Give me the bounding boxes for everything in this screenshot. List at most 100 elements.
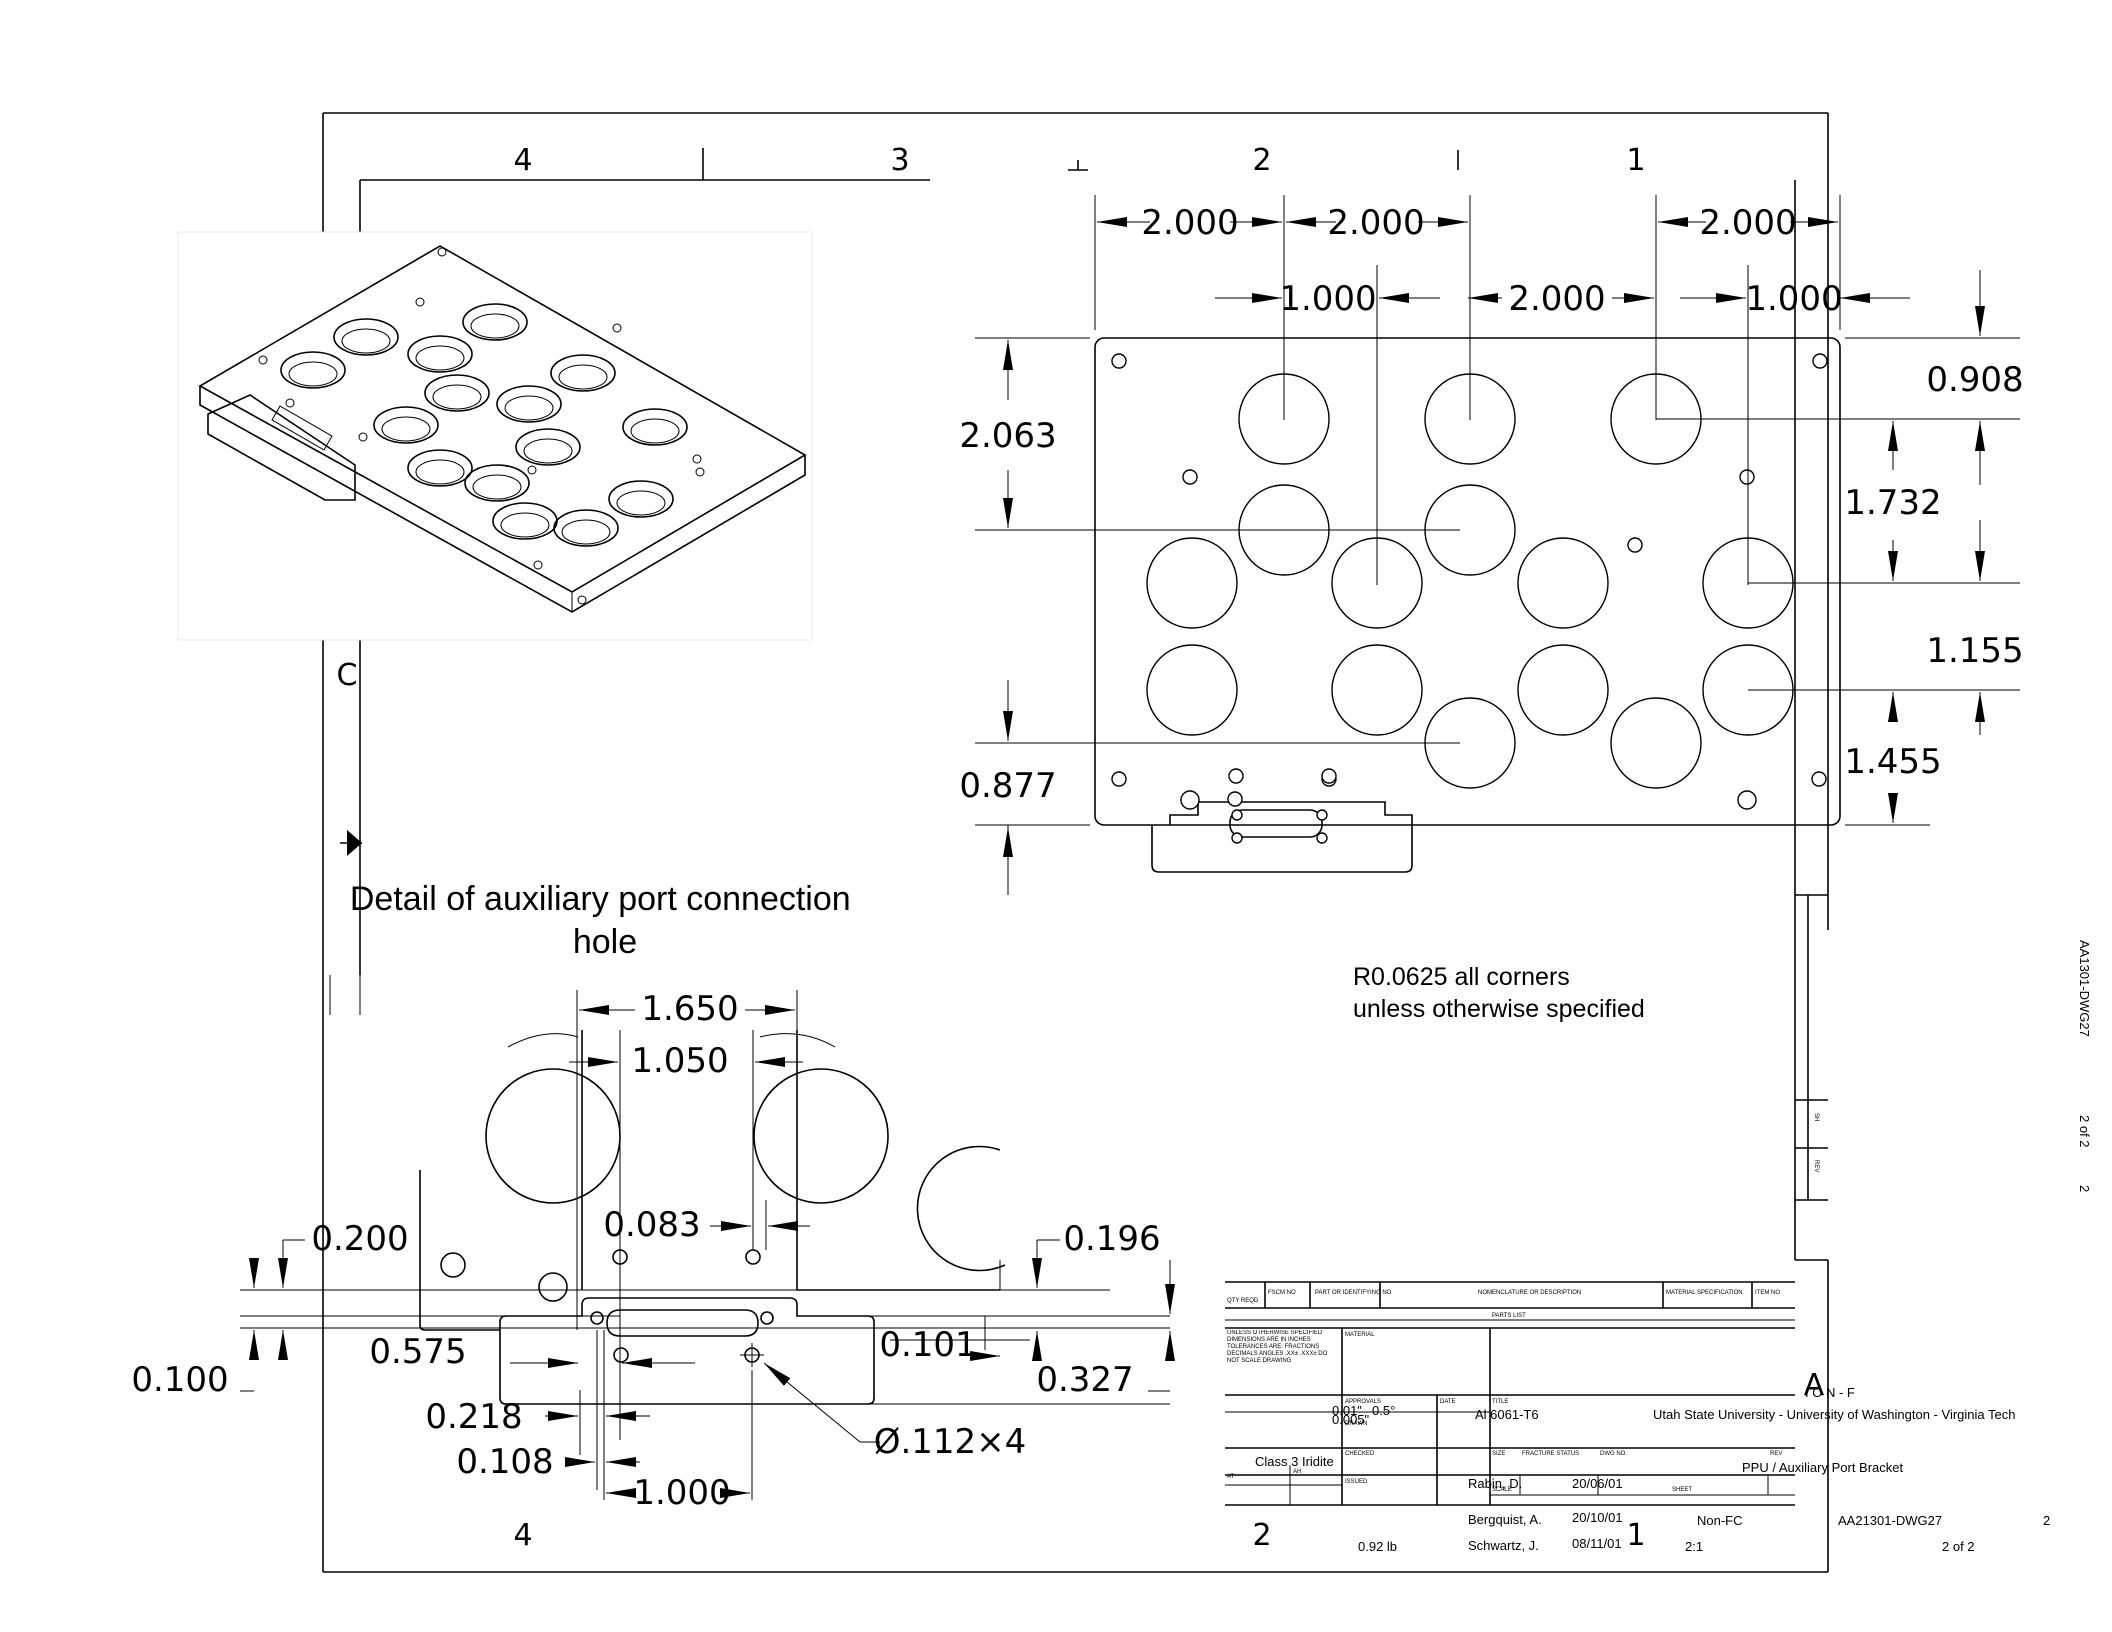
detail-hole-right <box>753 1068 889 1204</box>
tb-material: Al 6061-T6 <box>1475 1407 1539 1422</box>
iso-pocket-inner-12 <box>616 490 666 516</box>
dim-top-2000-b: 2.000 <box>1327 203 1424 243</box>
iso-screw-5 <box>692 454 702 464</box>
detail-arc-right <box>759 1033 836 1048</box>
tb-tol-b: 0.5° <box>1372 1403 1395 1418</box>
top-view-screw-0 <box>1111 353 1127 369</box>
tb-sheet-label: SHEET <box>1672 1487 1692 1493</box>
detail-bracket-hole-6 <box>760 1311 774 1325</box>
corner-radius-note-line1: R0.0625 all corners <box>1353 963 1570 991</box>
tb-org: Utah State University - University of Wa… <box>1653 1407 2015 1422</box>
corner-radius-note-line2: unless otherwise specified <box>1353 995 1645 1023</box>
tb-part-no: PART OR IDENTIFYING NO <box>1315 1290 1392 1296</box>
isometric-view <box>177 231 813 641</box>
iso-pocket-inner-9 <box>523 438 573 464</box>
iso-pocket-4 <box>424 374 490 412</box>
side-rev-label: REV <box>1813 1160 1819 1172</box>
dim-right-1732: 1.732 <box>1844 483 1941 523</box>
tb-dwg-no: AA21301-DWG27 <box>1838 1513 1942 1528</box>
dim-detail-0200: 0.200 <box>311 1219 408 1259</box>
iso-pocket-inner-14 <box>561 519 611 545</box>
tb-tol-c: 0.005" <box>1332 1412 1370 1427</box>
top-view-screw-8 <box>1811 771 1827 787</box>
dim-detail-0100: 0.100 <box>131 1360 228 1400</box>
tb-drawn-date: 20/06/01 <box>1572 1476 1623 1491</box>
tb-class: Class 3 Iridite <box>1255 1454 1334 1469</box>
tb-parts-list: PARTS LIST <box>1492 1313 1526 1319</box>
top-view-screw-2 <box>1182 469 1198 485</box>
iso-screw-6 <box>527 465 537 475</box>
iso-pocket-inner-2 <box>415 345 465 371</box>
detail-bracket-hole-3 <box>613 1347 629 1363</box>
tb-ion-f: I O N - F <box>1805 1385 1855 1400</box>
side-rev: 2 <box>2077 1185 2092 1192</box>
top-view-screw-9 <box>1227 791 1243 807</box>
tb-scale-label: SCALE <box>1492 1487 1512 1493</box>
tb-approvals: APPROVALS <box>1345 1399 1381 1405</box>
zone-label-right-a: A <box>1804 1368 1825 1403</box>
iso-pocket-8 <box>622 408 688 446</box>
tb-tolerance-note: UNLESS OTHERWISE SPECIFIED DIMENSIONS AR… <box>1227 1330 1327 1364</box>
iso-screw-3 <box>285 398 295 408</box>
iso-pocket-inner-4 <box>432 384 482 410</box>
dim-right-1155: 1.155 <box>1926 631 2023 671</box>
iso-screw-7 <box>358 432 368 442</box>
iso-pocket-inner-7 <box>381 416 431 442</box>
dim-right-0908: 0.908 <box>1926 360 2023 400</box>
zone-label-bottom-4: 4 <box>513 1518 532 1553</box>
dim-detail-0218: 0.218 <box>425 1397 522 1437</box>
detail-partial-hole <box>916 1145 1006 1272</box>
iso-pocket-14 <box>553 509 619 547</box>
zone-label-bottom-2: 2 <box>1252 1518 1271 1553</box>
tb-fracture-label: FRACTURE STATUS <box>1522 1451 1579 1457</box>
tb-scale: 2:1 <box>1685 1539 1703 1554</box>
iso-pocket-12 <box>608 480 674 518</box>
tb-sheet: 2 of 2 <box>1942 1539 1975 1554</box>
top-view-hole-9 <box>1146 644 1238 736</box>
dim-left-2063: 2.063 <box>959 416 1056 456</box>
iso-pocket-1 <box>333 318 399 356</box>
iso-pocket-6 <box>496 385 562 423</box>
top-view-screw-10 <box>1321 768 1337 784</box>
tb-drawn: DRAWN <box>1345 1421 1367 1427</box>
tb-issued-by: Schwartz, J. <box>1468 1538 1539 1553</box>
dim-detail-0327: 0.327 <box>1036 1360 1133 1400</box>
tb-checked-by: Bergquist, A. <box>1468 1512 1542 1527</box>
iso-pocket-inner-8 <box>630 418 680 444</box>
top-view <box>975 195 2020 895</box>
dim-detail-0101: 0.101 <box>879 1325 976 1365</box>
tb-date-label: DATE <box>1440 1399 1456 1405</box>
iso-pocket-10 <box>407 449 473 487</box>
iso-screw-8 <box>533 560 543 570</box>
iso-pocket-inner-3 <box>288 361 338 387</box>
tb-rev-label: REV <box>1770 1451 1782 1457</box>
side-dwg-no: AA1301-DWG27 <box>2077 940 2092 1037</box>
iso-pocket-7 <box>373 406 439 444</box>
side-sh-label: SH <box>1813 1113 1819 1121</box>
iso-screw-0 <box>437 247 447 257</box>
zone-label-top-2: 2 <box>1252 143 1271 178</box>
tb-rev: 2 <box>2043 1513 2050 1528</box>
tb-material-spec: MATERIAL SPECIFICATION <box>1666 1290 1743 1296</box>
bracket-hole-1 <box>1316 832 1328 844</box>
iso-pocket-inner-10 <box>415 459 465 485</box>
detail-screw-mid <box>538 1272 568 1302</box>
detail-bracket-hole-5 <box>590 1311 604 1325</box>
top-view-screw-5 <box>1111 771 1127 787</box>
dim-left-0877: 0.877 <box>959 766 1056 806</box>
dim-detail-0575: 0.575 <box>369 1332 466 1372</box>
tb-part-name: PPU / Auxiliary Port Bracket <box>1742 1460 1903 1475</box>
iso-pocket-inner-1 <box>341 328 391 354</box>
zone-label-top-4: 4 <box>513 143 532 178</box>
top-view-screw-6 <box>1228 768 1244 784</box>
dim-detail-1650: 1.650 <box>641 989 738 1029</box>
iso-pocket-2 <box>407 335 473 373</box>
top-view-post-1 <box>1737 790 1757 810</box>
tb-qty-reqd: QTY REQD <box>1227 1298 1259 1304</box>
zone-label-left-c: C <box>337 658 358 693</box>
detail-bracket-hole-2 <box>745 1249 761 1265</box>
dim-detail-0196: 0.196 <box>1063 1219 1160 1259</box>
bracket-hole-3 <box>1316 809 1328 821</box>
top-view-screw-1 <box>1812 353 1828 369</box>
